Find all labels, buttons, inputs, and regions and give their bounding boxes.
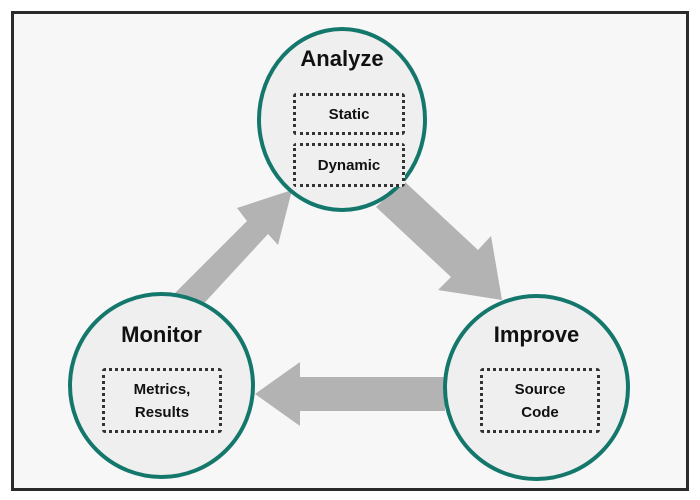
arrow-monitor-to-analyze bbox=[172, 190, 292, 312]
analyze-title: Analyze bbox=[300, 46, 384, 71]
monitor-circle: Monitor Metrics, Results bbox=[68, 292, 255, 479]
monitor-title: Monitor bbox=[121, 322, 202, 347]
arrow-improve-to-monitor bbox=[255, 362, 445, 426]
improve-title: Improve bbox=[493, 322, 580, 347]
analyze-circle: Analyze Static Dynamic bbox=[257, 27, 427, 212]
dynamic-box: Dynamic bbox=[293, 143, 405, 187]
static-box: Static bbox=[293, 93, 405, 135]
arrow-analyze-to-improve bbox=[376, 181, 502, 300]
metrics-results-box: Metrics, Results bbox=[102, 368, 222, 433]
improve-circle: Improve Source Code bbox=[443, 294, 630, 481]
source-code-box: Source Code bbox=[480, 368, 600, 433]
